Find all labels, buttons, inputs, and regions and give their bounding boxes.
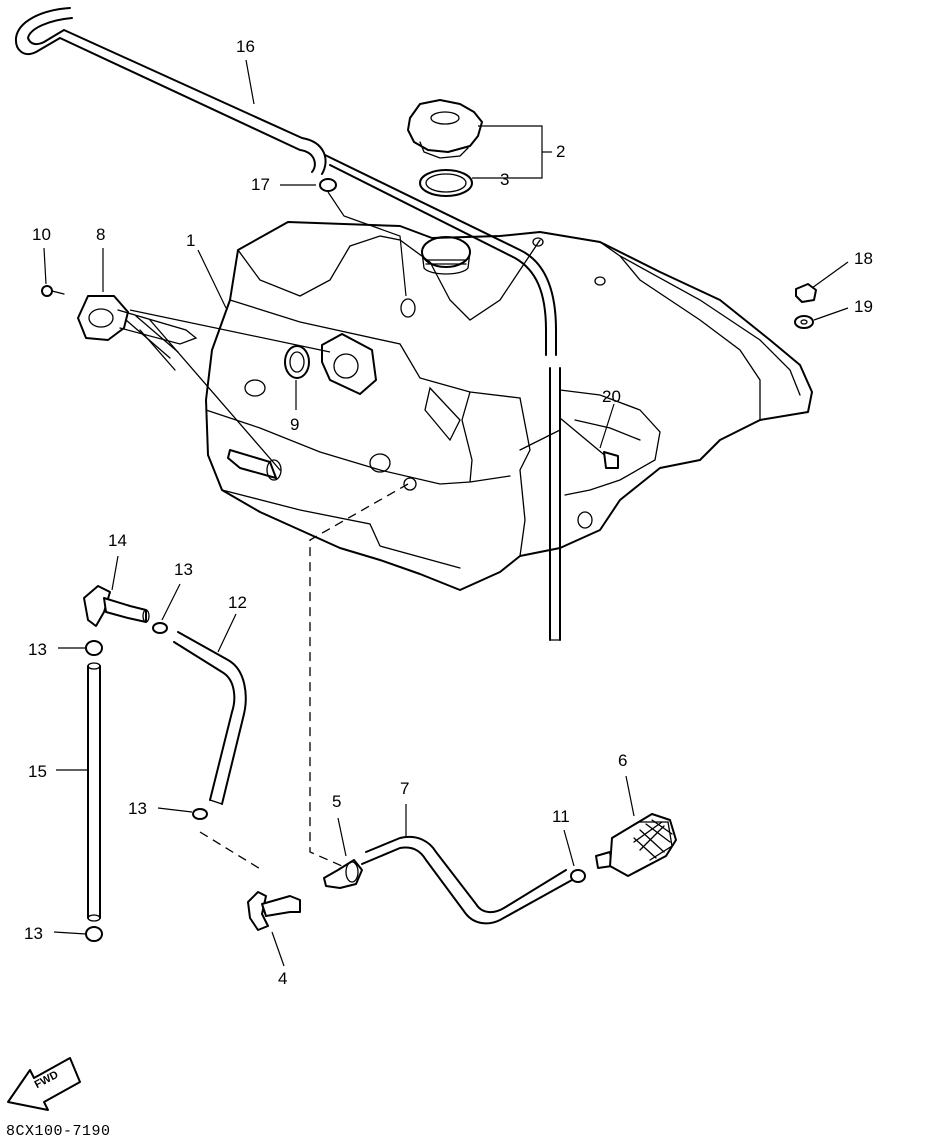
callout-12: 12 xyxy=(228,593,247,612)
drain-fitting-20 xyxy=(559,417,619,469)
clamp-13-a xyxy=(152,622,168,634)
fuel-cap-2 xyxy=(407,99,483,159)
breather-hose-16 xyxy=(14,7,557,356)
callout-3: 3 xyxy=(500,170,510,189)
callout-16: 16 xyxy=(236,37,255,56)
callout-20: 20 xyxy=(602,387,621,406)
callout-2: 2 xyxy=(556,142,566,161)
callout-18: 18 xyxy=(854,249,873,268)
clamp-13-b xyxy=(85,640,103,656)
fuel-hose-7 xyxy=(361,836,573,925)
fuel-sender-8 xyxy=(77,295,281,471)
callout-14: 14 xyxy=(108,531,127,550)
fuel-hose-12 xyxy=(173,631,247,805)
fuel-hose-15 xyxy=(87,662,101,922)
fuel-elbow-4 xyxy=(247,891,301,931)
callout-7: 7 xyxy=(400,779,410,798)
callout-6: 6 xyxy=(618,751,628,770)
callout-15: 15 xyxy=(28,762,47,781)
cap-gasket-3 xyxy=(419,169,473,197)
screw-10 xyxy=(41,285,65,297)
callout-1: 1 xyxy=(186,231,196,250)
callout-13-d: 13 xyxy=(24,924,43,943)
clamp-17 xyxy=(319,178,337,192)
fwd-arrow xyxy=(7,1057,81,1111)
clamp-13-d xyxy=(85,926,103,942)
callout-13-a: 13 xyxy=(174,560,193,579)
callout-5: 5 xyxy=(332,792,342,811)
diagram-code: 8CX100-7190 xyxy=(6,1123,111,1140)
callout-13-b: 13 xyxy=(28,640,47,659)
nut-18 xyxy=(795,283,817,303)
callout-11: 11 xyxy=(552,807,570,826)
callout-13-c: 13 xyxy=(128,799,147,818)
fuel-tank-1 xyxy=(205,221,813,591)
callout-10: 10 xyxy=(32,225,51,244)
callout-4: 4 xyxy=(278,969,288,988)
washer-19 xyxy=(794,315,814,329)
callout-9: 9 xyxy=(290,415,300,434)
fuel-filter-6 xyxy=(595,813,677,877)
grommet-9 xyxy=(284,345,310,379)
callout-17: 17 xyxy=(251,175,270,194)
overflow-tube xyxy=(549,367,561,641)
callout-19: 19 xyxy=(854,297,873,316)
fuel-elbow-14 xyxy=(83,585,150,627)
clamp-13-c xyxy=(192,808,208,820)
callout-8: 8 xyxy=(96,225,106,244)
clamp-11 xyxy=(570,869,586,883)
fuel-union-5 xyxy=(323,859,363,889)
leader-lines xyxy=(43,59,849,967)
